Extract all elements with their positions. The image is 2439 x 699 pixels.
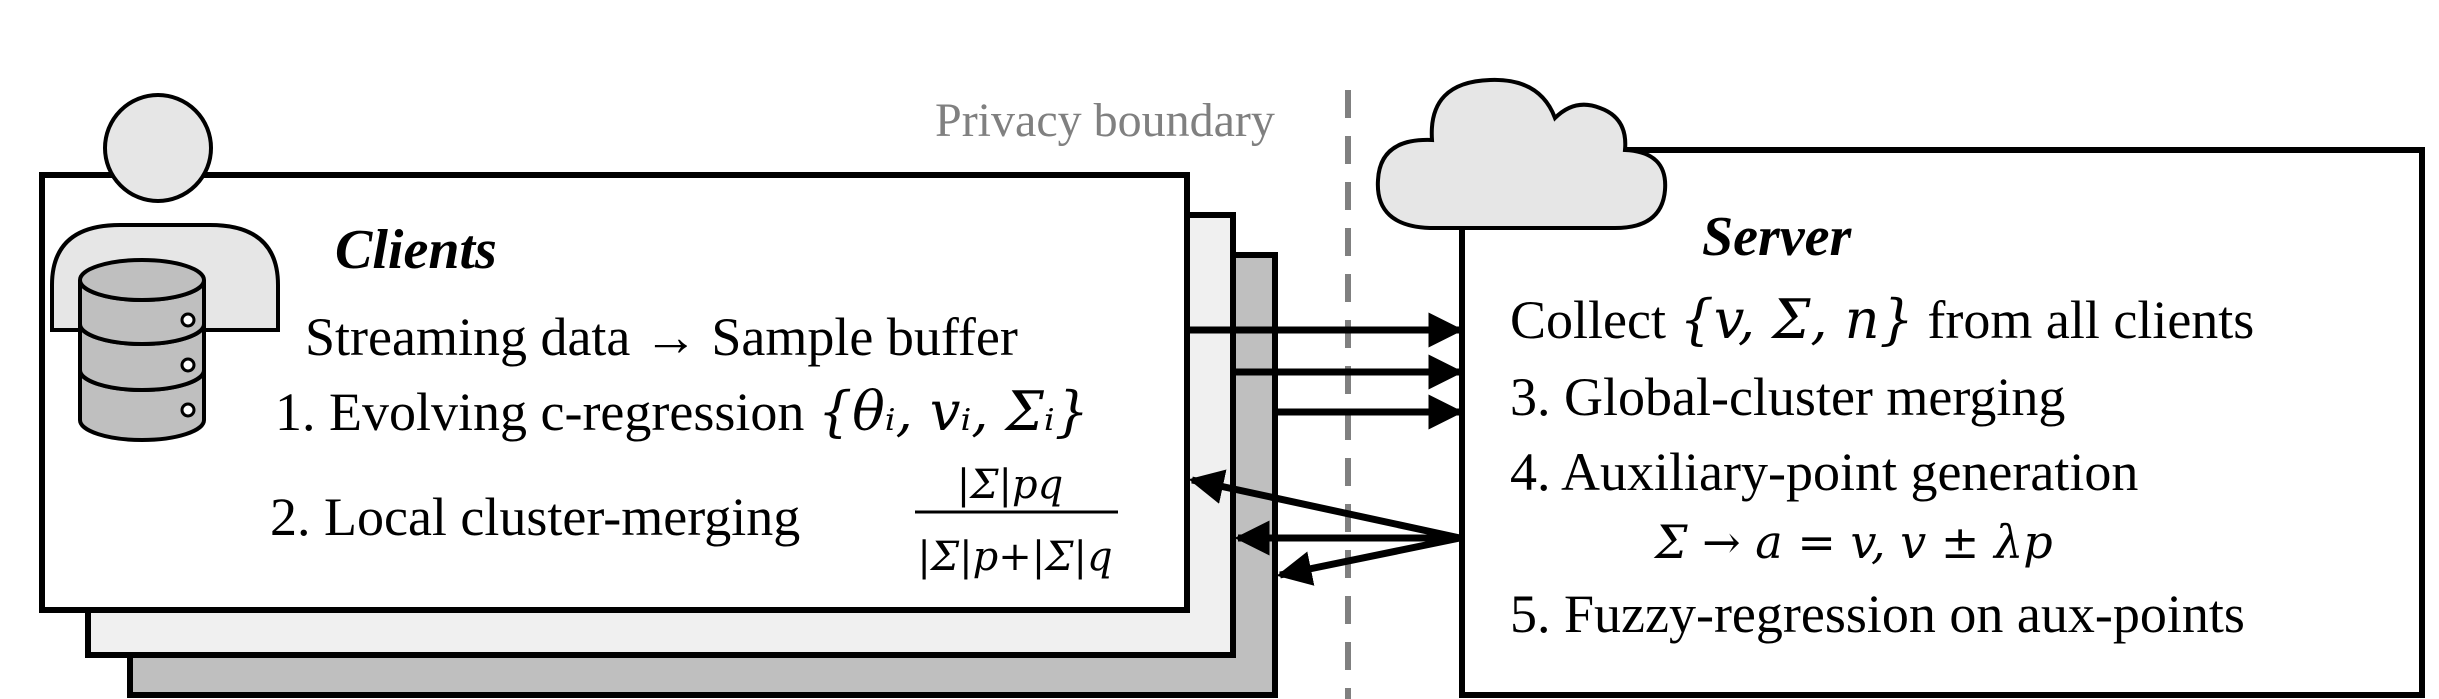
download-arrows	[1188, 469, 1461, 586]
clients-line-merging: 2. Local cluster-merging	[270, 487, 800, 547]
server-line-collect: Collect {v, Σ, n} from all clients	[1510, 288, 2254, 351]
server-title: Server	[1702, 206, 1853, 268]
clients-line-streaming: Streaming data → Sample buffer	[305, 307, 1018, 367]
clients-title: Clients	[335, 219, 497, 281]
cloud-icon	[1375, 77, 1668, 230]
evolving-text: 1. Evolving c-regression	[275, 382, 818, 442]
database-icon	[78, 258, 206, 442]
privacy-boundary-label: Privacy boundary	[935, 94, 1275, 147]
collect-text: Collect	[1510, 290, 1679, 350]
server-line-global-merge: 3. Global-cluster merging	[1510, 367, 2065, 427]
upload-arrows	[1188, 312, 1464, 430]
fraction-denominator: |Σ|p+|Σ|q	[917, 534, 1112, 580]
collect-math: {v, Σ, n}	[1679, 288, 1913, 351]
evolving-math: {θᵢ, vᵢ, Σᵢ}	[818, 380, 1089, 443]
collect-text-rest: from all clients	[1914, 290, 2254, 350]
merging-fraction: |Σ|pq |Σ|p+|Σ|q	[915, 462, 1118, 580]
server-line-aux-gen: 4. Auxiliary-point generation	[1510, 442, 2138, 502]
server-box	[1459, 147, 2425, 698]
download-arrow-3	[1276, 534, 1461, 586]
fraction-numerator: |Σ|pq	[957, 462, 1063, 508]
download-arrow-1	[1188, 469, 1461, 542]
server-line-fuzzy: 5. Fuzzy-regression on aux-points	[1510, 584, 2245, 644]
clients-line-evolving: 1. Evolving c-regression {θᵢ, vᵢ, Σᵢ}	[275, 380, 1089, 443]
server-line-aux-formula: Σ → a = v, v ± λp	[1653, 515, 2053, 569]
